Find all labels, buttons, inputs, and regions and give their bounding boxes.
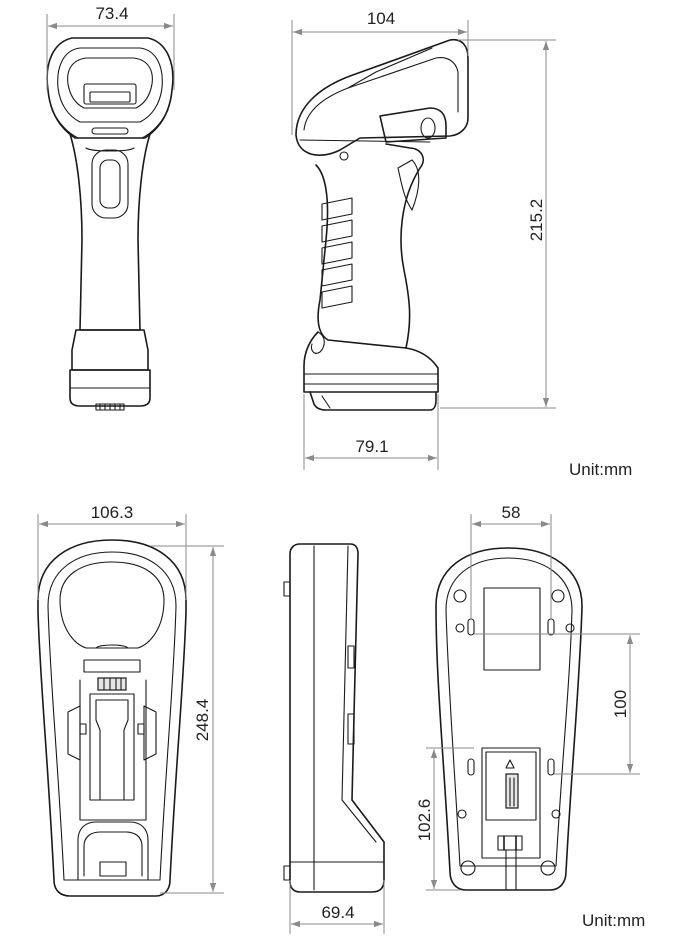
- dim-label-106-3: 106.3: [91, 503, 134, 522]
- cradle-side-view: [283, 543, 385, 893]
- dim-label-58: 58: [502, 503, 521, 522]
- dimension-100: 100: [474, 633, 640, 775]
- dimension-73-4: 73.4: [46, 4, 175, 90]
- dim-label-215-2: 215.2: [527, 199, 546, 242]
- dim-label-100: 100: [611, 690, 630, 718]
- dim-label-69-4: 69.4: [321, 903, 354, 922]
- dimension-69-4: 69.4: [289, 880, 385, 934]
- dim-label-104: 104: [367, 9, 395, 28]
- dimension-79-1: 79.1: [303, 394, 439, 470]
- dimension-106-3: 106.3: [37, 503, 187, 600]
- dimension-104: 104: [291, 9, 469, 135]
- scanner-front-view: [46, 37, 174, 411]
- dimension-102-6: 102.6: [415, 747, 474, 891]
- dim-label-79-1: 79.1: [355, 437, 388, 456]
- dim-label-102-6: 102.6: [415, 799, 434, 842]
- dimension-248-4: 248.4: [150, 545, 224, 894]
- cradle-back-view: [435, 547, 583, 891]
- unit-label-bottom: Unit:mm: [582, 911, 646, 930]
- scanner-side-view: [295, 38, 469, 411]
- cradle-front-view: [37, 539, 187, 897]
- unit-label-top: Unit:mm: [569, 460, 633, 479]
- dimension-215-2: 215.2: [440, 39, 556, 409]
- dim-label-73-4: 73.4: [95, 4, 128, 23]
- dimension-58: 58: [470, 503, 552, 620]
- dim-label-248-4: 248.4: [193, 699, 212, 742]
